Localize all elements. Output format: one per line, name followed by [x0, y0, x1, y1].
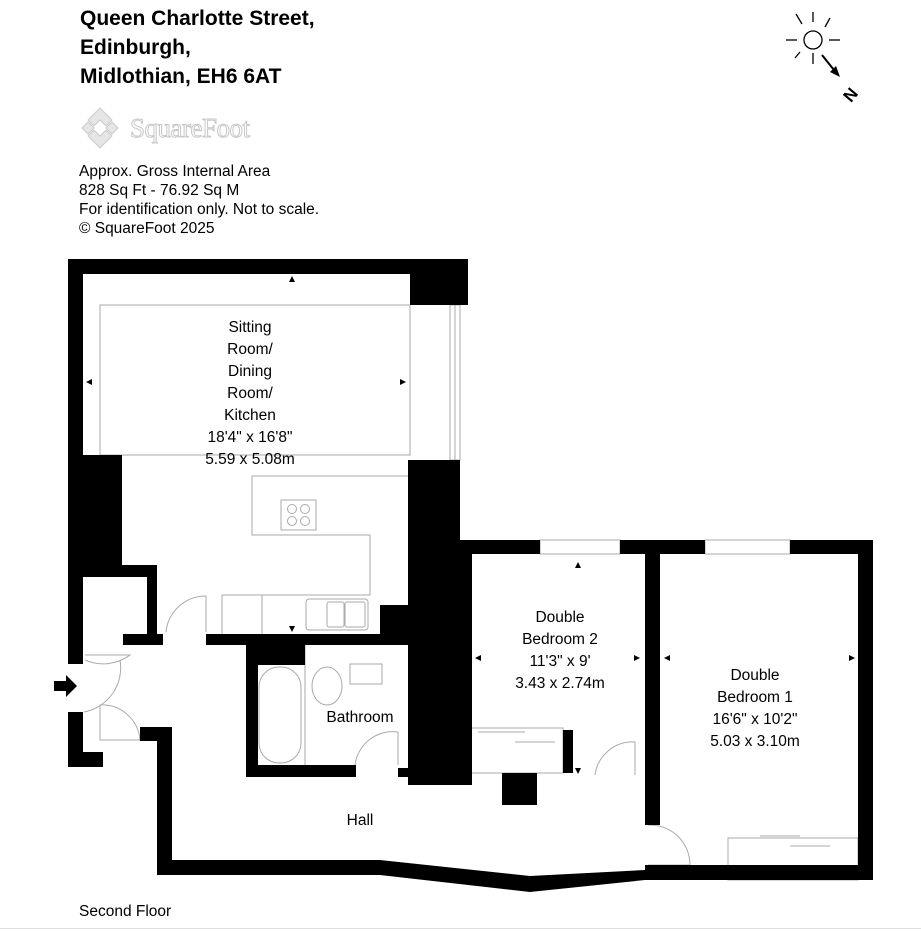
address-line: Queen Charlotte Street, — [80, 7, 315, 30]
room-dimensions-metric: 5.03 x 3.10m — [710, 733, 800, 750]
room-name: Room/ — [227, 385, 273, 402]
room-dimensions-imperial: 11'3" x 9' — [529, 653, 591, 670]
room-dimensions-imperial: 18'4" x 16'8" — [207, 429, 293, 446]
floor-label: Second Floor — [79, 903, 172, 920]
entrance-arrow-icon — [54, 675, 77, 697]
room-name: Kitchen — [224, 407, 276, 424]
toilet-icon — [311, 666, 343, 706]
logo-diamond-icon — [81, 107, 119, 149]
room-label-bedroom-1: Double Bedroom 1 16'6" x 10'2" 5.03 x 3.… — [685, 665, 825, 753]
property-address: Queen Charlotte Street, Edinburgh, Midlo… — [80, 4, 315, 91]
room-name: Room/ — [227, 341, 273, 358]
area-value: 828 Sq Ft - 76.92 Sq M — [79, 182, 240, 199]
logo-text: SquareFoot — [130, 112, 251, 143]
room-name: Bedroom 1 — [717, 689, 793, 706]
north-label: N — [839, 84, 861, 106]
room-name: Double — [730, 667, 780, 684]
address-line: Midlothian, EH6 6AT — [80, 65, 282, 88]
room-name: Bathroom — [326, 709, 394, 726]
info-line: Approx. Gross Internal Area — [79, 163, 271, 180]
address-line: Edinburgh, — [80, 36, 191, 59]
compass-sun-icon — [786, 12, 840, 64]
info-line: For identification only. Not to scale. — [79, 201, 320, 218]
hob-icon — [280, 499, 317, 531]
room-name: Hall — [346, 812, 374, 829]
room-dimensions-metric: 5.59 x 5.08m — [205, 451, 295, 468]
room-name: Dining — [228, 363, 272, 380]
squarefoot-logo: SquareFoot — [78, 106, 250, 150]
room-dimensions-imperial: 16'6" x 10'2" — [712, 711, 798, 728]
copyright: © SquareFoot 2025 — [79, 220, 215, 237]
basin-icon — [349, 663, 383, 685]
room-dimensions-metric: 3.43 x 2.74m — [515, 675, 605, 692]
sink-icon — [305, 598, 369, 631]
room-label-sitting-room: Sitting Room/ Dining Room/ Kitchen 18'4"… — [190, 317, 310, 471]
room-name: Bedroom 2 — [522, 631, 598, 648]
room-label-hall: Hall — [330, 810, 390, 832]
walls — [68, 259, 873, 892]
bath-icon — [258, 666, 302, 764]
north-arrow-icon — [821, 54, 840, 77]
area-info: Approx. Gross Internal Area 828 Sq Ft - … — [79, 162, 319, 238]
room-label-bedroom-2: Double Bedroom 2 11'3" x 9' 3.43 x 2.74m — [490, 607, 630, 695]
divider — [0, 928, 921, 929]
room-name: Sitting — [228, 319, 272, 336]
dimension-markers — [86, 276, 855, 876]
room-label-bathroom: Bathroom — [315, 707, 405, 729]
room-name: Double — [535, 609, 585, 626]
